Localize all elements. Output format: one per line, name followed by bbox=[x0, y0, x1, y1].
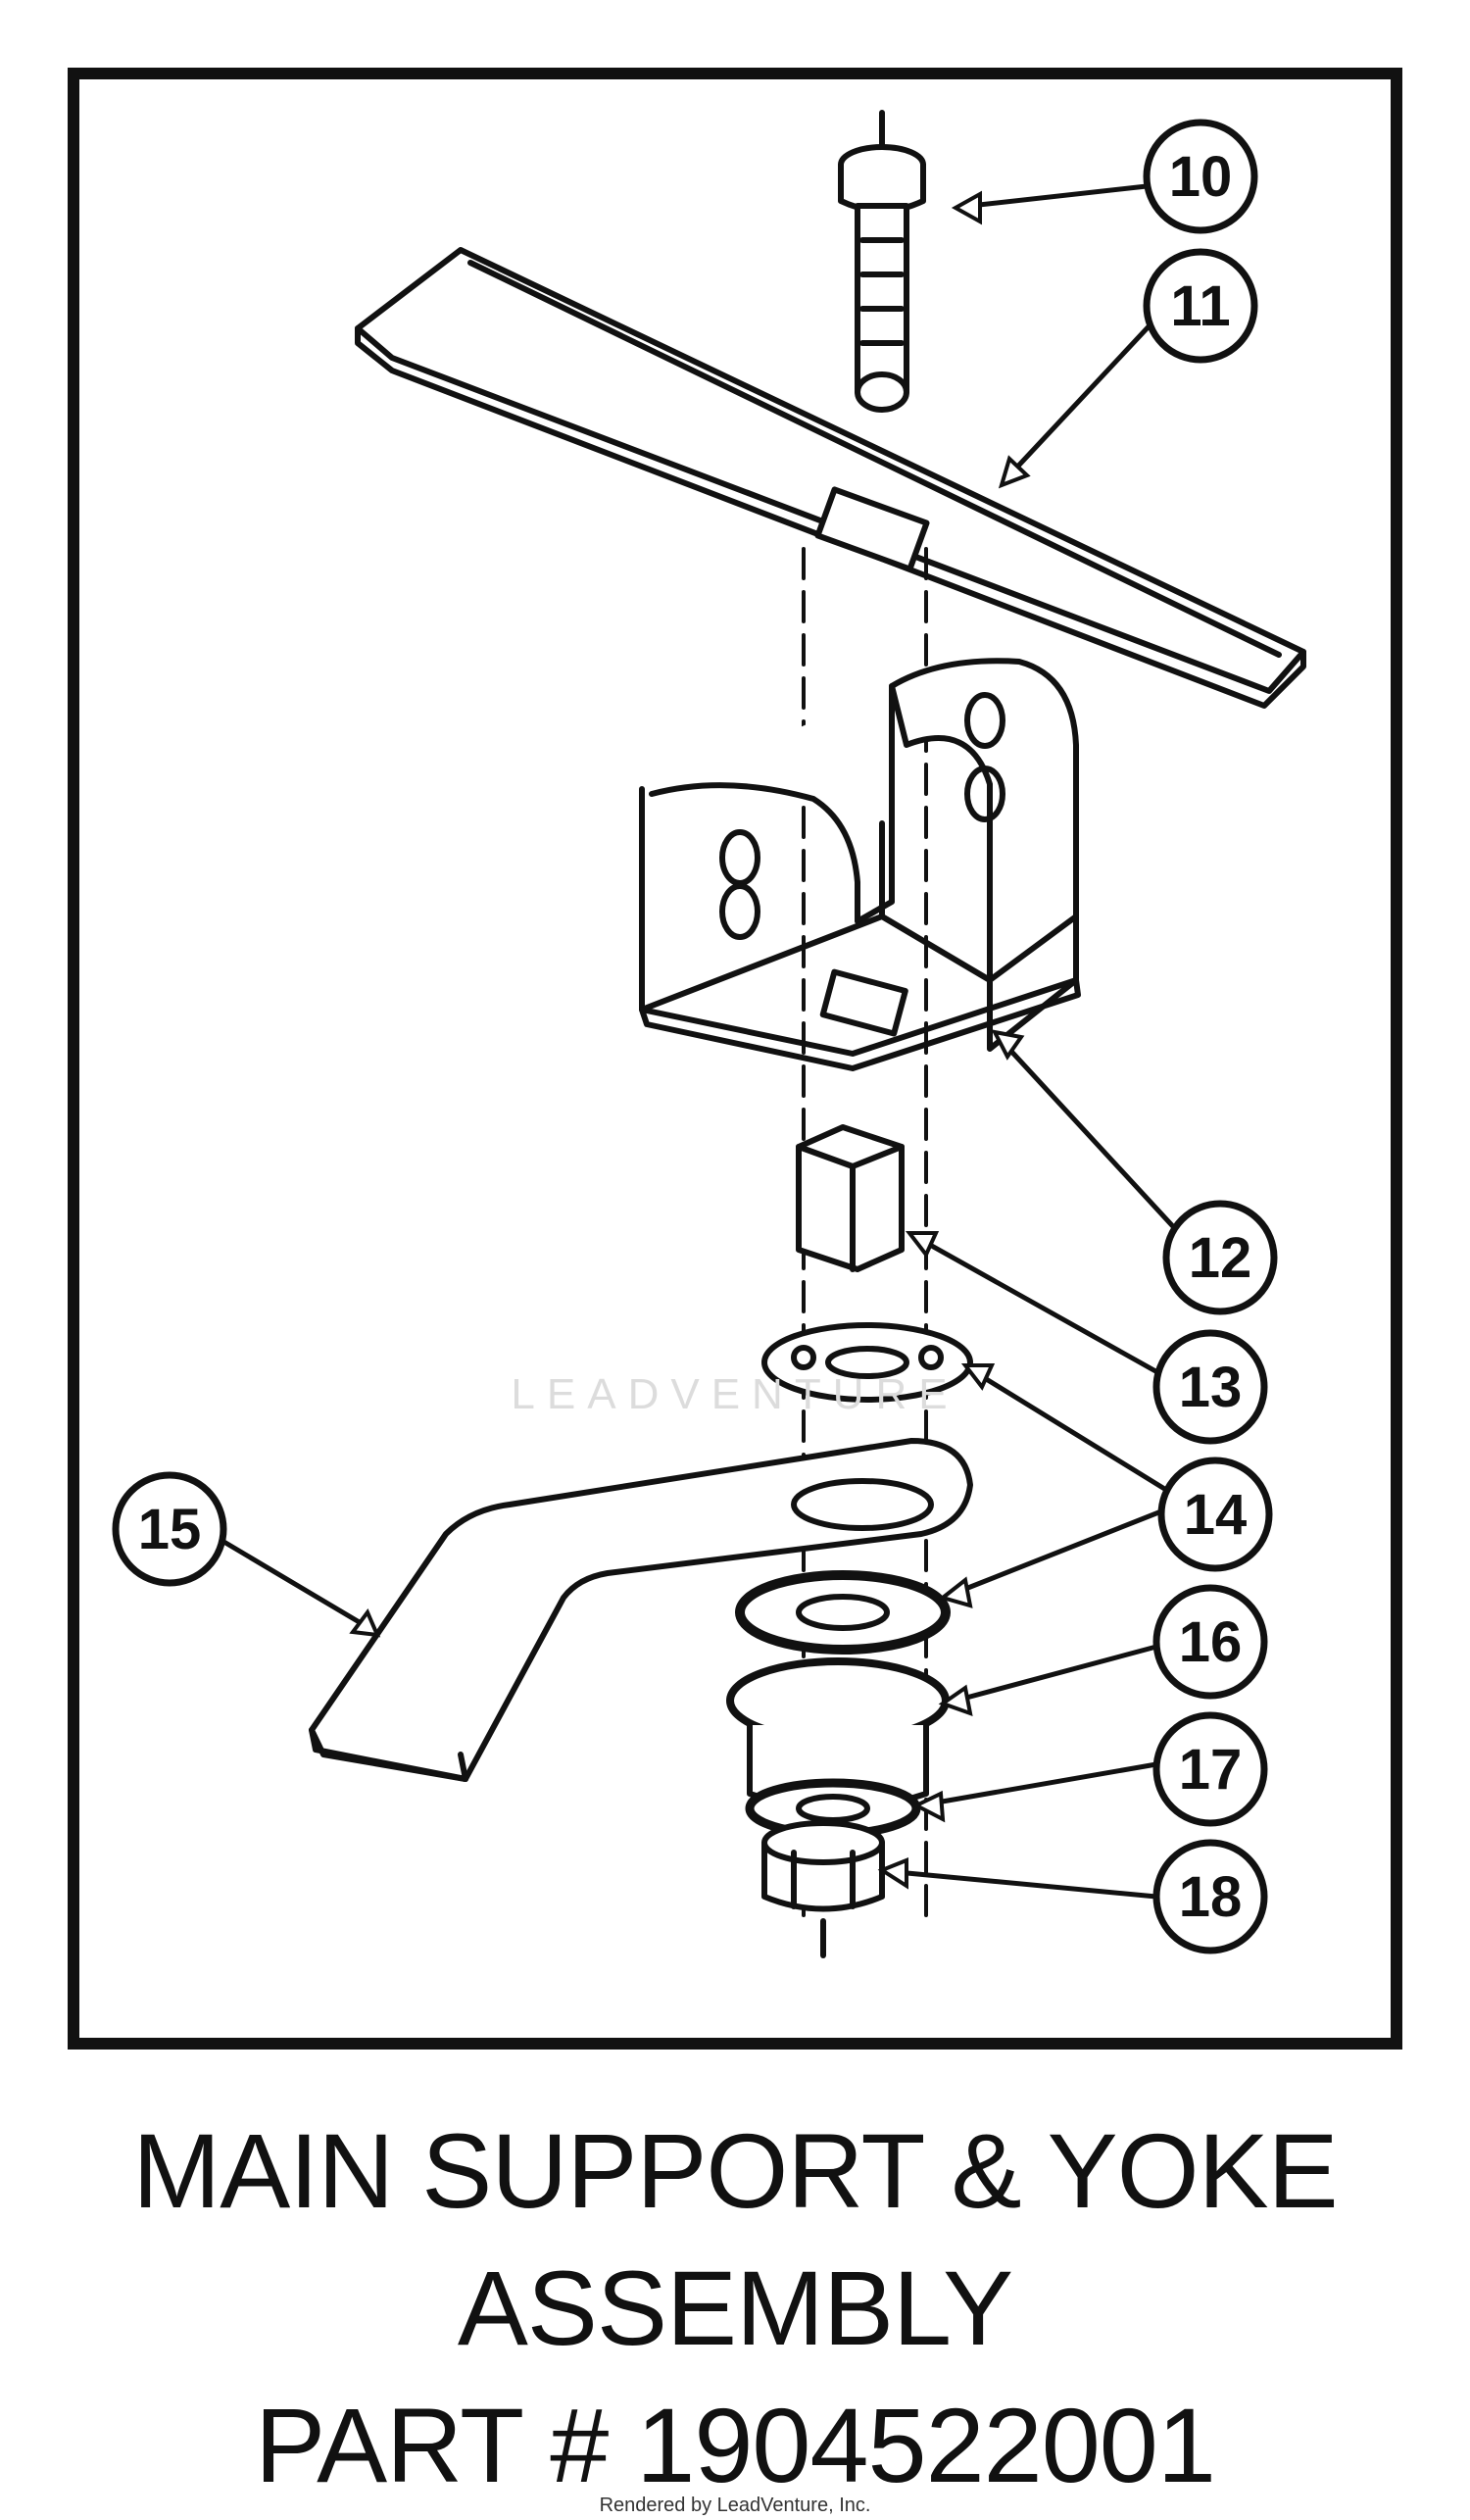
callout-circle-11 bbox=[1143, 248, 1258, 364]
yoke-bracket-part bbox=[639, 658, 1081, 1071]
washer-upper-part bbox=[761, 1322, 973, 1403]
leader-lines bbox=[208, 183, 1184, 1900]
callout-circle-18 bbox=[1152, 1839, 1268, 1954]
callout-label-14: 14 bbox=[1184, 1483, 1248, 1547]
leader-arrowheads bbox=[349, 190, 1031, 1890]
title-part-number: PART # 1904522001 bbox=[255, 2386, 1216, 2504]
square-bushing-part bbox=[796, 1124, 905, 1272]
callout-label-18: 18 bbox=[1179, 1865, 1243, 1929]
callout-label-11: 11 bbox=[1170, 274, 1230, 338]
watermark-text: LEADVENTURE bbox=[511, 1370, 959, 1418]
callout-circle-16 bbox=[1152, 1584, 1268, 1700]
title-line-1: MAIN SUPPORT & YOKE bbox=[132, 2111, 1338, 2230]
callout-circle-13 bbox=[1152, 1329, 1268, 1445]
callout-label-13: 13 bbox=[1179, 1356, 1243, 1419]
callout-label-10: 10 bbox=[1169, 145, 1233, 209]
callout-circle-15 bbox=[112, 1471, 227, 1587]
render-credit: Rendered by LeadVenture, Inc. bbox=[599, 2495, 871, 2516]
flat-plate-part bbox=[355, 247, 1306, 709]
callout-circle-10 bbox=[1143, 119, 1258, 234]
callout-label-15: 15 bbox=[138, 1498, 202, 1561]
callout-label-17: 17 bbox=[1179, 1738, 1243, 1802]
bolt-part bbox=[838, 110, 926, 413]
callout-circle-14 bbox=[1157, 1457, 1273, 1572]
diagram-frame bbox=[68, 68, 1402, 2050]
callout-label-12: 12 bbox=[1189, 1226, 1252, 1290]
washer-lower-part bbox=[735, 1570, 951, 1655]
callout-label-16: 16 bbox=[1179, 1610, 1243, 1674]
callout-circle-12 bbox=[1162, 1200, 1278, 1315]
callout-circle-17 bbox=[1152, 1711, 1268, 1827]
nut-part bbox=[761, 1820, 885, 1958]
lever-arm-part bbox=[309, 1438, 973, 1782]
title-line-2: ASSEMBLY bbox=[457, 2248, 1013, 2367]
